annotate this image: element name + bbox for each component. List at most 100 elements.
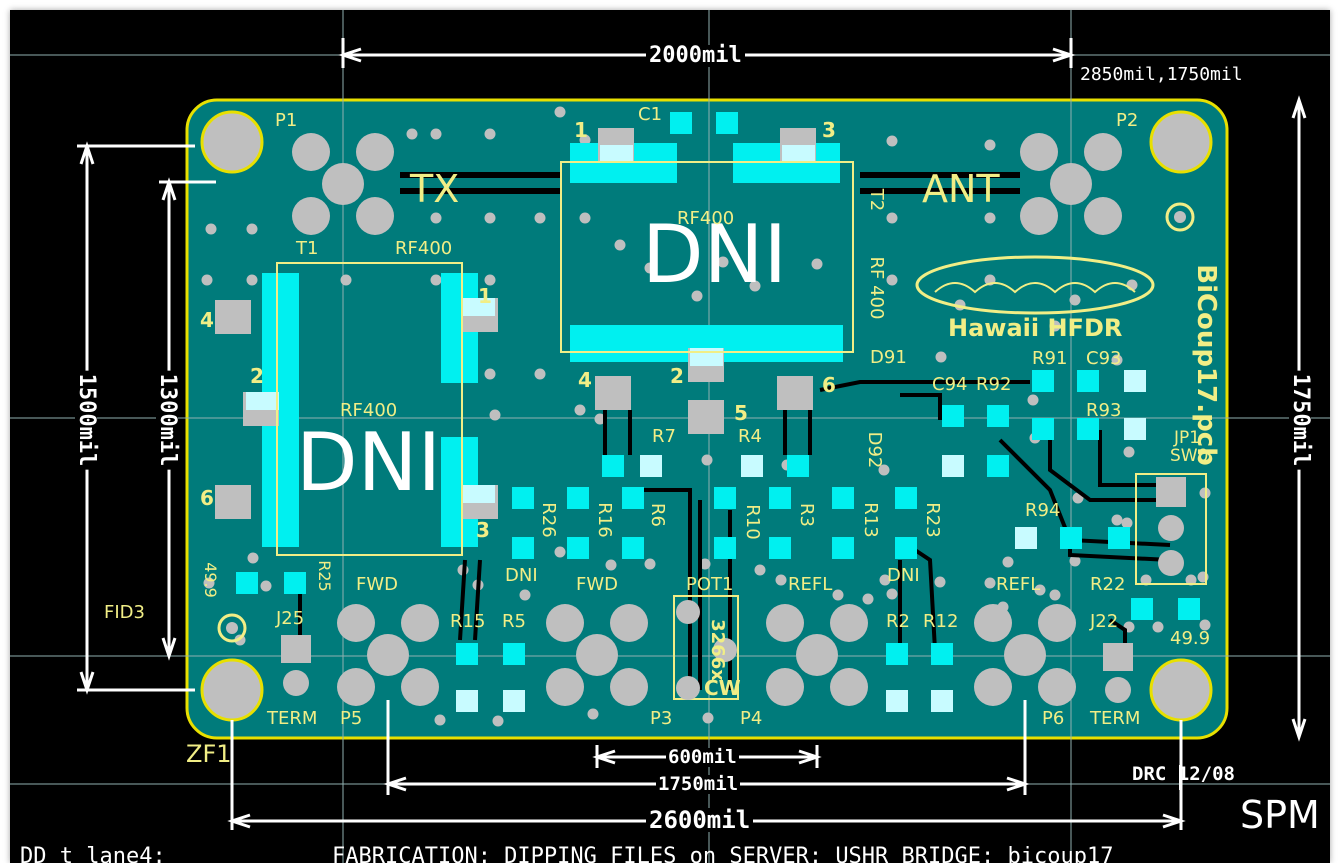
connector-p3-pin — [610, 668, 648, 706]
ref-JP1: JP1 — [1174, 428, 1201, 448]
via — [717, 256, 729, 268]
dim-bottom-600: 600mil — [666, 746, 739, 768]
ref-R23: R23 — [922, 502, 943, 538]
ref-C1: C1 — [638, 104, 663, 125]
j25-pin-1 — [281, 635, 311, 663]
connector-p5-pin — [337, 604, 375, 642]
via — [406, 128, 418, 140]
via — [587, 708, 599, 720]
via — [579, 134, 591, 146]
term-label-1: TERM — [267, 708, 318, 729]
ref-T2: T2 — [866, 188, 887, 212]
pad-overlap-highlight — [462, 298, 495, 316]
via — [1140, 574, 1152, 586]
j25-pin-2 — [283, 670, 309, 696]
via — [430, 128, 442, 140]
smd-pad — [284, 572, 306, 594]
smd-pad-light — [886, 690, 908, 712]
connector-p4-pin — [830, 604, 868, 642]
via — [614, 239, 626, 251]
fiducial-ring — [1165, 202, 1195, 232]
pcb-canvas[interactable]: 2000mil 2850mil,1750mil 1500mil 1300mil … — [10, 10, 1330, 863]
refl-label-1: REFL — [788, 574, 833, 595]
smd-pin-grey — [595, 376, 631, 410]
ref-R3: R3 — [796, 503, 817, 527]
smd-pad — [1108, 527, 1130, 549]
jp1-pin-3 — [1158, 550, 1184, 576]
ref-R13: R13 — [860, 502, 881, 538]
smd-pad — [716, 112, 738, 134]
ref-RF400-a: RF400 — [395, 238, 453, 259]
smd-pad — [1032, 370, 1054, 392]
smd-pad-light — [931, 690, 953, 712]
connector-p2-pin — [1084, 133, 1122, 171]
fiducial-ring — [217, 613, 247, 643]
trace — [1048, 430, 1170, 502]
via — [260, 580, 272, 592]
pad-overlap-highlight — [600, 145, 633, 163]
smd-pad — [512, 487, 534, 509]
connector-p1-center-pin — [322, 163, 364, 205]
trace — [900, 393, 942, 420]
via — [886, 212, 898, 224]
smd-pad — [456, 643, 478, 665]
logo-text: Hawaii HFDR — [948, 314, 1123, 342]
smd-pad — [931, 643, 953, 665]
tx-label: TX — [410, 167, 460, 211]
ref-D92: D92 — [864, 431, 885, 469]
via — [886, 274, 898, 286]
via — [832, 589, 844, 601]
pin-number-3-t2: 3 — [822, 118, 836, 142]
via — [984, 212, 996, 224]
connector-p6-pin — [974, 604, 1012, 642]
ref-J22: J22 — [1090, 611, 1119, 632]
footer-left-note: DD t lane4: — [20, 844, 166, 863]
ref-P2: P2 — [1116, 110, 1139, 131]
pin-number-4-t1: 4 — [200, 308, 214, 332]
via — [340, 274, 352, 286]
dim-arrow — [1291, 95, 1307, 119]
via — [811, 258, 823, 270]
term-label-2: TERM — [1090, 708, 1141, 729]
ref-ZF1: ZF1 — [186, 740, 232, 768]
ref-R93: R93 — [1086, 400, 1122, 421]
connector-p2-center-pin — [1050, 163, 1092, 205]
via — [701, 454, 713, 466]
smd-pad — [895, 537, 917, 559]
cursor-readout: 2850mil,1750mil — [1080, 64, 1243, 85]
dim-right-height: 1750mil — [1288, 370, 1313, 470]
dni-label-2: DNI — [887, 565, 920, 586]
pot-cw-label: CW — [704, 676, 741, 700]
ref-RF400-b: RF400 — [677, 208, 735, 229]
smd-pad — [1178, 598, 1200, 620]
ref-C94: C94 — [932, 374, 968, 395]
smd-pin-grey — [688, 400, 724, 434]
smd-pad — [942, 405, 964, 427]
via — [247, 552, 259, 564]
ref-R91: R91 — [1032, 348, 1068, 369]
via — [484, 128, 496, 140]
via — [203, 577, 215, 589]
ref-T1: T1 — [296, 238, 319, 259]
ref-C93: C93 — [1086, 348, 1122, 369]
ref-R6: R6 — [647, 503, 668, 527]
via — [492, 715, 504, 727]
via — [886, 135, 898, 147]
pin-number-5-t2: 5 — [734, 401, 748, 425]
dim-arrow — [161, 637, 177, 661]
pin-number-1-t2: 1 — [574, 118, 588, 142]
trace — [1098, 430, 1170, 487]
pin-number-4-t2: 4 — [578, 368, 592, 392]
smd-pad — [622, 537, 644, 559]
via — [434, 714, 446, 726]
via — [775, 574, 787, 586]
via — [1069, 294, 1081, 306]
connector-p4-pin — [766, 668, 804, 706]
smd-pad — [832, 487, 854, 509]
ref-P6: P6 — [1042, 708, 1065, 729]
connector-p4-center-pin — [796, 634, 838, 676]
via — [484, 368, 496, 380]
via — [1027, 394, 1039, 406]
via — [1049, 320, 1061, 332]
smd-pad — [567, 487, 589, 509]
